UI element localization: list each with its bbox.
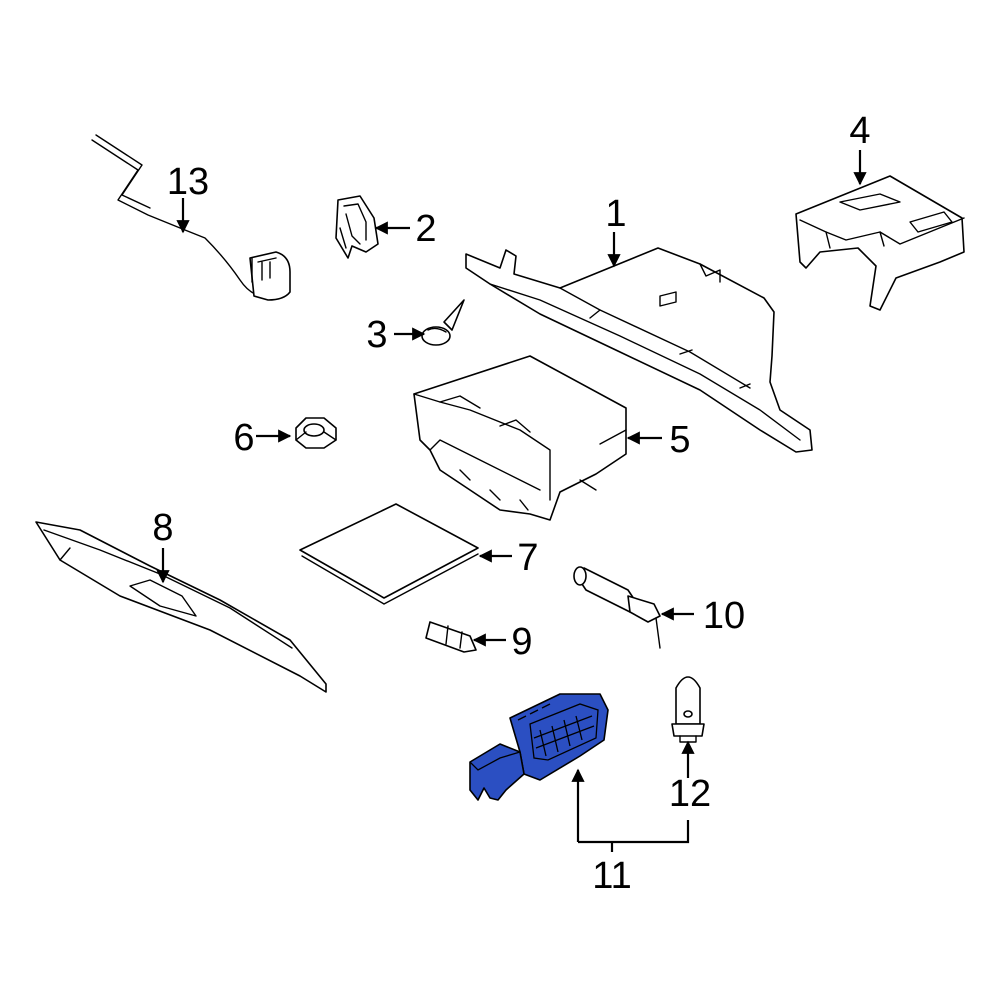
callout-13[interactable]: 13: [167, 161, 209, 203]
callout-1[interactable]: 1: [605, 193, 626, 235]
part-10-damper[interactable]: [573, 566, 661, 649]
part-7-mat[interactable]: [299, 503, 479, 605]
callout-5[interactable]: 5: [669, 419, 690, 461]
callout-7[interactable]: 7: [517, 537, 538, 579]
part-9-pin[interactable]: [425, 621, 477, 653]
part-1-housing[interactable]: [465, 247, 813, 453]
part-12-bulb[interactable]: [671, 676, 705, 743]
part-4-cover[interactable]: [795, 175, 965, 311]
callout-2[interactable]: 2: [415, 208, 436, 250]
callout-12[interactable]: 12: [669, 773, 711, 815]
part-6-nut[interactable]: [295, 417, 337, 449]
part-11-lamp-assembly[interactable]: [469, 693, 609, 801]
callout-8[interactable]: 8: [152, 507, 173, 549]
part-8-door[interactable]: [35, 521, 327, 693]
leader-lines: [156, 150, 867, 852]
callout-9[interactable]: 9: [511, 621, 532, 663]
callout-10[interactable]: 10: [703, 595, 745, 637]
leader-11b: [578, 820, 690, 844]
callout-6[interactable]: 6: [233, 417, 254, 459]
callout-11[interactable]: 11: [592, 855, 631, 897]
callout-4[interactable]: 4: [849, 110, 870, 152]
callout-3[interactable]: 3: [366, 314, 387, 356]
part-2-clip[interactable]: [335, 195, 379, 259]
callout-labels: 13 2 3 6 1 4 5 7 8 9 10 12 11: [152, 110, 870, 897]
part-5-bin[interactable]: [413, 355, 627, 521]
part-13-wiring-harness[interactable]: [91, 134, 291, 301]
part-3-push-pin[interactable]: [421, 299, 465, 346]
